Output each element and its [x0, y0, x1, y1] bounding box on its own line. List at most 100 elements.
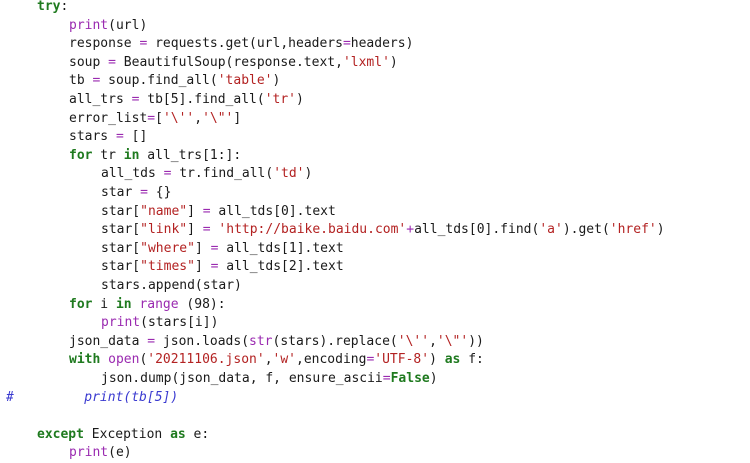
code-token: print: [69, 17, 109, 33]
code-token: in: [123, 147, 140, 163]
code-token: print: [69, 445, 109, 461]
code-token: error_list: [69, 110, 148, 126]
code-token: all_tds[1].text: [218, 240, 344, 256]
code-line[interactable]: error_list=['\'','\"']: [69, 110, 241, 129]
code-line[interactable]: all_trs = tb[5].find_all('tr'): [69, 91, 304, 110]
code-token: {}: [147, 185, 172, 200]
code-line[interactable]: for i in range (98):: [69, 296, 226, 315]
code-line[interactable]: print(stars[i]): [101, 314, 218, 333]
code-line[interactable]: stars = []: [69, 128, 147, 147]
code-token: []: [123, 129, 148, 145]
code-token: [100, 352, 108, 367]
code-token: ): [429, 352, 445, 368]
code-token: '20211106.json': [147, 352, 265, 368]
code-token: =: [342, 36, 351, 52]
code-line[interactable]: star["times"] = all_tds[2].text: [101, 258, 344, 277]
code-token: requests.get(url,headers: [147, 36, 343, 52]
code-line[interactable]: except Exception as e:: [37, 426, 209, 445]
code-token: Exception: [83, 426, 171, 442]
code-line[interactable]: json_data = json.loads(str(stars).replac…: [69, 333, 484, 352]
code-token: "name": [140, 203, 188, 219]
code-line[interactable]: # print(tb[5]): [6, 389, 178, 408]
code-token: (e): [108, 445, 132, 461]
code-token: # print(tb[5]): [6, 389, 179, 405]
code-token: =: [147, 110, 156, 126]
code-token: ): [304, 166, 313, 182]
code-token: json.loads(: [155, 333, 250, 349]
code-token: "link": [140, 222, 188, 238]
code-line[interactable]: try:: [37, 0, 68, 17]
code-token: 'href': [609, 222, 657, 238]
code-token: star: [101, 185, 141, 200]
code-token: :: [60, 0, 69, 14]
code-line[interactable]: print(url): [69, 17, 147, 36]
code-token: (stars).replace(: [272, 333, 398, 349]
code-token: 'lxml': [342, 54, 390, 70]
code-token: 'UTF-8': [374, 352, 430, 368]
code-token: (: [139, 352, 148, 368]
code-token: '\"': [202, 110, 234, 126]
code-token: =: [139, 36, 148, 52]
code-token: all_trs[1:]:: [139, 147, 242, 163]
code-token: =: [202, 203, 211, 219]
code-token: +: [406, 222, 415, 238]
code-line[interactable]: star = {}: [101, 184, 171, 203]
code-token: [: [155, 110, 163, 126]
code-token: (stars[i]): [140, 315, 219, 331]
code-token: ]: [187, 203, 203, 219]
code-token: headers): [350, 36, 414, 52]
code-token: tr.find_all(: [171, 166, 274, 182]
code-line[interactable]: star["link"] = 'http://baike.baidu.com'+…: [101, 221, 665, 240]
code-token: in: [115, 296, 132, 312]
code-token: all_tds[0].find(: [414, 222, 540, 238]
code-token: i: [92, 296, 116, 312]
code-token: 'a': [539, 222, 563, 238]
code-token: =: [131, 92, 140, 107]
code-line[interactable]: star["name"] = all_tds[0].text: [101, 203, 336, 222]
code-token: all_tds[2].text: [218, 259, 344, 275]
code-token: =: [147, 333, 156, 349]
code-line[interactable]: print(e): [69, 444, 132, 463]
code-token: =: [163, 166, 172, 182]
code-line[interactable]: stars.append(star): [101, 277, 242, 296]
code-token: json.dump(json_data, f, ensure_ascii: [101, 371, 383, 386]
code-line[interactable]: all_tds = tr.find_all('td'): [101, 165, 312, 184]
code-token: ,: [429, 333, 437, 349]
code-token: =: [366, 352, 375, 368]
code-token: print: [101, 315, 141, 331]
code-token: "where": [140, 240, 195, 256]
code-token: all_tds: [101, 166, 164, 182]
code-token: =: [108, 54, 116, 70]
code-token: ): [429, 371, 438, 386]
code-token: except: [37, 426, 84, 442]
code-line[interactable]: response = requests.get(url,headers=head…: [69, 35, 413, 54]
code-token: ): [296, 92, 304, 107]
code-token: ): [656, 222, 665, 238]
code-line[interactable]: with open('20211106.json','w',encoding='…: [69, 351, 484, 370]
code-token: range: [139, 296, 179, 312]
code-line[interactable]: soup = BeautifulSoup(response.text,'lxml…: [69, 54, 398, 73]
code-line[interactable]: for tr in all_trs[1:]:: [69, 147, 241, 166]
code-token: soup.find_all(: [100, 73, 218, 89]
code-token: =: [92, 73, 101, 89]
code-token: '\'': [162, 110, 195, 126]
code-token: ]: [194, 240, 211, 256]
code-token: '\'': [397, 333, 430, 349]
code-line[interactable]: json.dump(json_data, f, ensure_ascii=Fal…: [101, 370, 438, 389]
code-token: (url): [108, 17, 148, 33]
code-token: ,: [194, 110, 203, 126]
code-token: False: [390, 371, 430, 386]
code-token: stars.append(star): [101, 278, 242, 293]
code-line[interactable]: star["where"] = all_tds[1].text: [101, 240, 344, 259]
code-token: e:: [185, 426, 210, 442]
code-token: star[: [101, 222, 141, 238]
code-token: ).get(: [562, 222, 610, 238]
code-line[interactable]: tb = soup.find_all('table'): [69, 72, 280, 91]
code-token: 'td': [273, 166, 305, 182]
code-token: star[: [101, 259, 141, 275]
code-token: BeautifulSoup(response.text,: [115, 54, 343, 70]
code-token: =: [210, 240, 219, 256]
code-token: try: [37, 0, 61, 14]
code-token: 'w': [272, 352, 296, 368]
